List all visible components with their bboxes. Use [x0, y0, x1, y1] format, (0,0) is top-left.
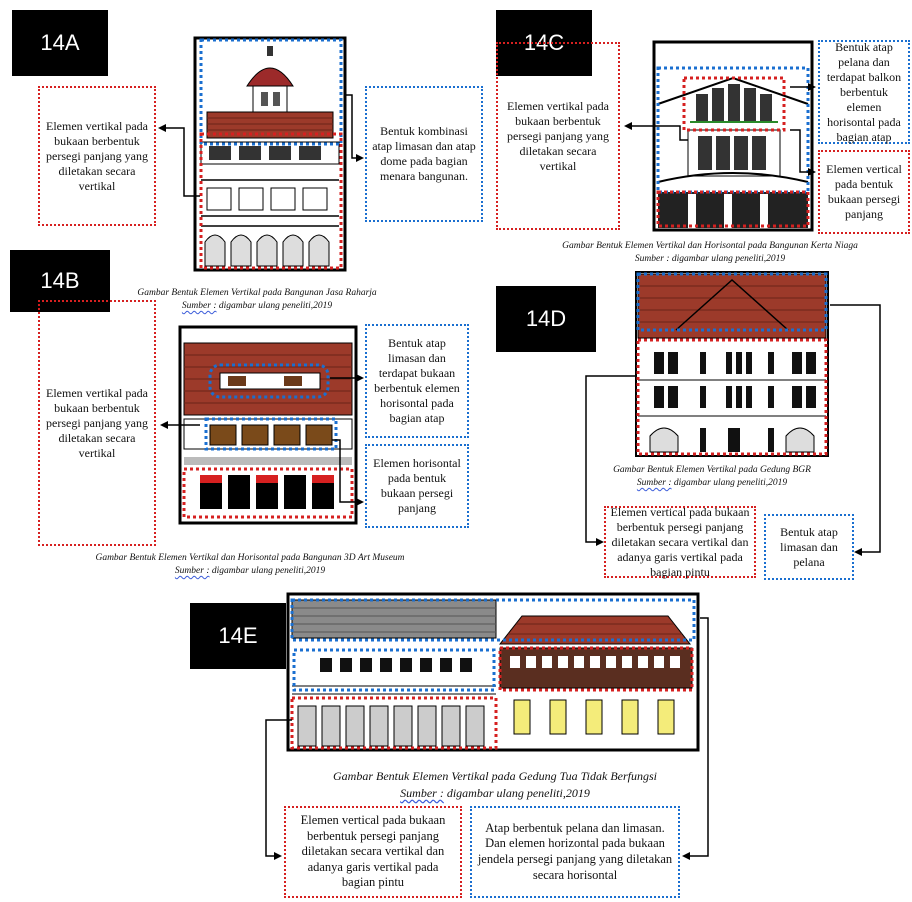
panel-d-left-note: Elemen vertical pada bukaan berbentuk pe…	[604, 505, 756, 579]
panel-d-source: Sumber : digambar ulang peneliti,2019	[592, 477, 832, 490]
panel-d-caption: Gambar Bentuk Elemen Vertikal pada Gedun…	[592, 464, 832, 490]
label-14e: 14E	[190, 603, 286, 669]
panel-c-caption-title: Gambar Bentuk Elemen Vertikal dan Horiso…	[562, 241, 858, 251]
panel-b-right-bottom-note: Elemen horisontal pada bentuk bukaan per…	[365, 444, 469, 528]
panel-e-source-rest: digambar ulang peneliti,2019	[443, 785, 590, 800]
panel-c-source-rest: digambar ulang peneliti,2019	[669, 253, 786, 264]
panel-a-caption-title: Gambar Bentuk Elemen Vertikal pada Bangu…	[137, 288, 377, 298]
label-14a: 14A	[12, 10, 108, 76]
panel-a-source: Sumber : digambar ulang peneliti,2019	[92, 300, 422, 313]
panel-b-source-prefix: Sumber :	[174, 565, 210, 576]
panel-e-source: Sumber : digambar ulang peneliti,2019	[290, 785, 700, 802]
panel-c-left-note: Elemen vertikal pada bukaan berbentuk pe…	[496, 42, 620, 230]
panel-b-source: Sumber : digambar ulang peneliti,2019	[40, 565, 460, 578]
panel-e-caption-title: Gambar Bentuk Elemen Vertikal pada Gedun…	[333, 769, 657, 783]
panel-b-right-top-note: Bentuk atap limasan dan terdapat bukaan …	[365, 324, 469, 438]
panel-b-caption-title: Gambar Bentuk Elemen Vertikal dan Horiso…	[95, 553, 405, 563]
panel-e-right-note: Atap berbentuk pelana dan limasan. Dan e…	[470, 806, 680, 898]
panel-c-caption: Gambar Bentuk Elemen Vertikal dan Horiso…	[520, 240, 900, 266]
panel-d-caption-title: Gambar Bentuk Elemen Vertikal pada Gedun…	[613, 465, 811, 475]
panel-d-source-prefix: Sumber :	[636, 477, 672, 488]
panel-a-caption: Gambar Bentuk Elemen Vertikal pada Bangu…	[92, 287, 422, 313]
panel-d-building	[635, 271, 829, 457]
panel-b-left-note: Elemen vertikal pada bukaan berbentuk pe…	[38, 300, 156, 546]
panel-a-source-prefix: Sumber :	[181, 300, 217, 311]
panel-d-right-note: Bentuk atap limasan dan pelana	[764, 514, 854, 580]
panel-e-source-prefix: Sumber :	[400, 785, 444, 800]
panel-a-left-note: Elemen vertikal pada bukaan berbentuk pe…	[38, 86, 156, 226]
panel-a-building	[193, 36, 347, 272]
panel-a-source-rest: digambar ulang peneliti,2019	[216, 300, 333, 311]
panel-c-source: Sumber : digambar ulang peneliti,2019	[520, 253, 900, 266]
label-14d: 14D	[496, 286, 596, 352]
panel-c-right-bottom-note: Elemen vertical pada bentuk bukaan perse…	[818, 150, 910, 234]
panel-a-right-note: Bentuk kombinasi atap limasan dan atap d…	[365, 86, 483, 222]
panel-d-source-rest: digambar ulang peneliti,2019	[671, 477, 788, 488]
panel-c-source-prefix: Sumber :	[634, 253, 670, 264]
panel-b-source-rest: digambar ulang peneliti,2019	[209, 565, 326, 576]
panel-e-building	[286, 592, 700, 752]
panel-e-left-note: Elemen vertical pada bukaan berbentuk pe…	[284, 806, 462, 898]
panel-b-building	[178, 325, 358, 525]
panel-c-right-top-note: Bentuk atap pelana dan terdapat balkon b…	[818, 40, 910, 144]
panel-e-caption: Gambar Bentuk Elemen Vertikal pada Gedun…	[290, 768, 700, 802]
panel-b-caption: Gambar Bentuk Elemen Vertikal dan Horiso…	[40, 552, 460, 578]
